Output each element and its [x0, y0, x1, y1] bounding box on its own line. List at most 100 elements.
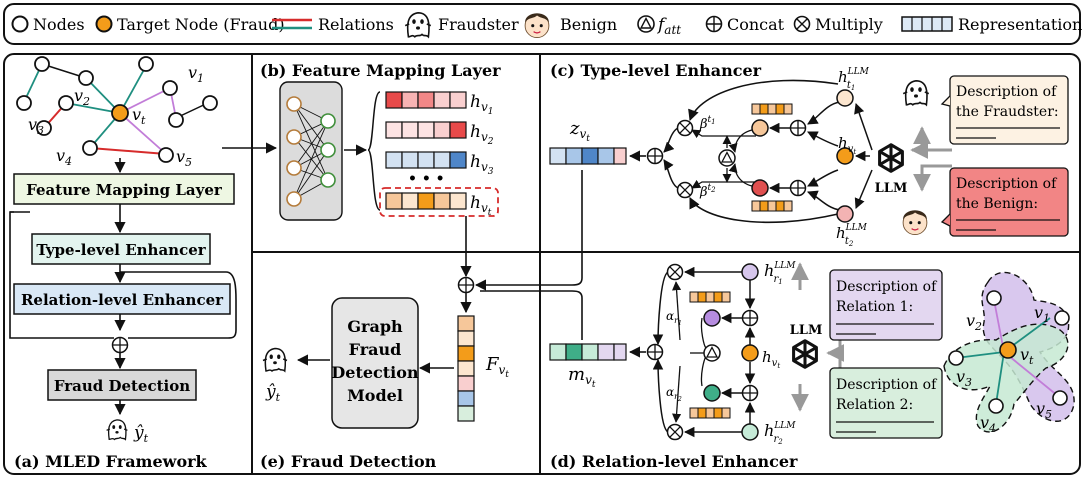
panel-d-r2-node-proj [703, 384, 721, 402]
svg-text:Description of: Description of [956, 176, 1058, 192]
model-label-4: Model [347, 386, 403, 405]
fraud-detection-box [47, 369, 197, 401]
legend-representation-label: Representation [958, 15, 1082, 34]
panel-b-ellipsis: • • • [408, 171, 445, 187]
svg-text:v2: v2 [966, 311, 982, 333]
type-level-enhancer-box [31, 233, 211, 265]
desc-relation-1-box: Description of Relation 1: [829, 269, 943, 341]
panel-c-lower-vector [751, 200, 793, 212]
panel-d-relation-graph: v2 v1 vt v3 v4 v5 [943, 271, 1075, 435]
panel-a-target-node [111, 104, 129, 122]
panel-c-fraudster-icon [902, 80, 930, 106]
panel-c-fatt-icon [718, 149, 736, 167]
panel-e-fraud-detection: Fvt Graph Fraud Detection Model ŷt (e) F… [260, 297, 509, 471]
svg-text:vt: vt [1020, 345, 1034, 367]
panel-b-representation-target: hvt [385, 192, 492, 218]
graph-fraud-detection-model-box [331, 297, 419, 429]
panel-a-graph: v1 v2 vt v3 v4 v5 [16, 56, 218, 169]
panel-d-upper-vector [689, 291, 731, 303]
svg-text:vt: vt [132, 105, 146, 127]
panel-d-h-r2-node [741, 423, 759, 441]
panel-e-F-vector [457, 315, 475, 422]
svg-text:Description of: Description of [956, 84, 1058, 100]
alpha-r2-label: αr2 [666, 385, 682, 403]
panel-c-fraud-node-proj [751, 119, 769, 137]
panel-c-benign-node-proj [751, 179, 769, 197]
panel-e-concat-icon [457, 276, 475, 294]
panel-a-concat-icon [111, 336, 129, 354]
panel-b-representation-3: hv3 [385, 151, 494, 177]
panel-d-fatt-icon [703, 344, 721, 362]
svg-text:hv2: hv2 [470, 122, 494, 147]
panel-c-llm-icon [878, 143, 904, 173]
legend-fatt-label: fatt [656, 15, 681, 37]
type-level-enhancer-label: Type-level Enhancer [36, 241, 206, 259]
panel-b-target-highlight [379, 187, 499, 217]
panel-d-graph-target-node [999, 341, 1017, 359]
svg-text:Relation 2:: Relation 2: [836, 397, 913, 413]
relation-level-enhancer-label: Relation-level Enhancer [21, 291, 224, 309]
beta-2-label: βt2 [699, 183, 716, 200]
panel-e-y-hat: ŷt [265, 382, 281, 404]
legend-fraudster-label: Fraudster [438, 15, 519, 34]
svg-text:v4: v4 [980, 413, 996, 435]
legend-benign-label: Benign [560, 15, 617, 34]
svg-text:the Benign:: the Benign: [956, 196, 1038, 212]
panel-a-mled-framework: v1 v2 vt v3 v4 v5 Feature Mapping Layer … [9, 56, 237, 471]
panel-d-llm-icon [792, 339, 818, 369]
panel-d-caption: (d) Relation-level Enhancer [550, 452, 798, 471]
svg-text:v4: v4 [56, 146, 72, 168]
panel-c-upper-vector [751, 103, 793, 115]
svg-text:v2: v2 [74, 86, 90, 108]
panel-e-ghost-icon [262, 347, 288, 372]
panel-c-benign-icon [902, 209, 928, 236]
svg-text:v1: v1 [188, 63, 204, 85]
panel-b-representation-1: hv1 [385, 91, 493, 117]
legend-node-icon [11, 15, 29, 33]
svg-text:Description of: Description of [836, 279, 938, 295]
panel-d-lower-vector [689, 407, 731, 419]
svg-text:v5: v5 [176, 147, 192, 169]
model-label-3: Detection [331, 363, 419, 382]
panel-a-y-hat: ŷt [133, 423, 149, 445]
legend-concat-icon [705, 15, 723, 33]
legend-target-node-icon [95, 15, 113, 33]
svg-text:Relation 1:: Relation 1: [836, 299, 913, 315]
svg-text:v1: v1 [1034, 303, 1050, 325]
panel-d-h-r1-node [741, 263, 759, 281]
panel-e-F-label: Fvt [485, 354, 509, 380]
svg-text:v5: v5 [1036, 399, 1052, 421]
panel-c-target-node [836, 147, 854, 165]
legend-bar: Nodes Target Node (Fraud) Relations Frau… [3, 3, 1082, 45]
panel-c-llm-label: LLM [875, 181, 908, 196]
panel-d-relation-level-enhancer: (d) Relation-level Enhancer mvt αr1 αr2 [549, 261, 1075, 471]
panel-a-ghost-icon [105, 419, 129, 441]
panel-d-m-vector [549, 343, 627, 361]
beta-1-label: βt1 [699, 115, 716, 132]
relation-level-enhancer-box [13, 283, 231, 315]
svg-text:Description of: Description of [836, 377, 938, 393]
panel-d-target-node [741, 344, 759, 362]
legend-relations-label: Relations [318, 15, 394, 34]
panel-b-caption: (b) Feature Mapping Layer [260, 61, 501, 80]
svg-text:v3: v3 [956, 367, 972, 389]
feature-mapping-layer-box [13, 173, 235, 205]
svg-text:hv3: hv3 [470, 152, 494, 177]
panel-c-z-label: zvt [569, 118, 590, 144]
panel-d-llm-label: LLM [790, 323, 823, 338]
legend-benign-icon [524, 12, 550, 39]
panel-d-h-vt-label: hvt [762, 348, 780, 370]
desc-relation-2-box: Description of Relation 2: [829, 367, 943, 439]
panel-a-caption: (a) MLED Framework [14, 452, 208, 471]
main-frame [3, 53, 1081, 475]
panel-c-h-t2-node [836, 205, 854, 223]
panel-c-z-vector [549, 147, 627, 165]
panel-b-representation-2: hv2 [385, 121, 494, 147]
feature-mapping-layer-label: Feature Mapping Layer [26, 181, 223, 199]
panel-c-caption: (c) Type-level Enhancer [550, 61, 762, 80]
